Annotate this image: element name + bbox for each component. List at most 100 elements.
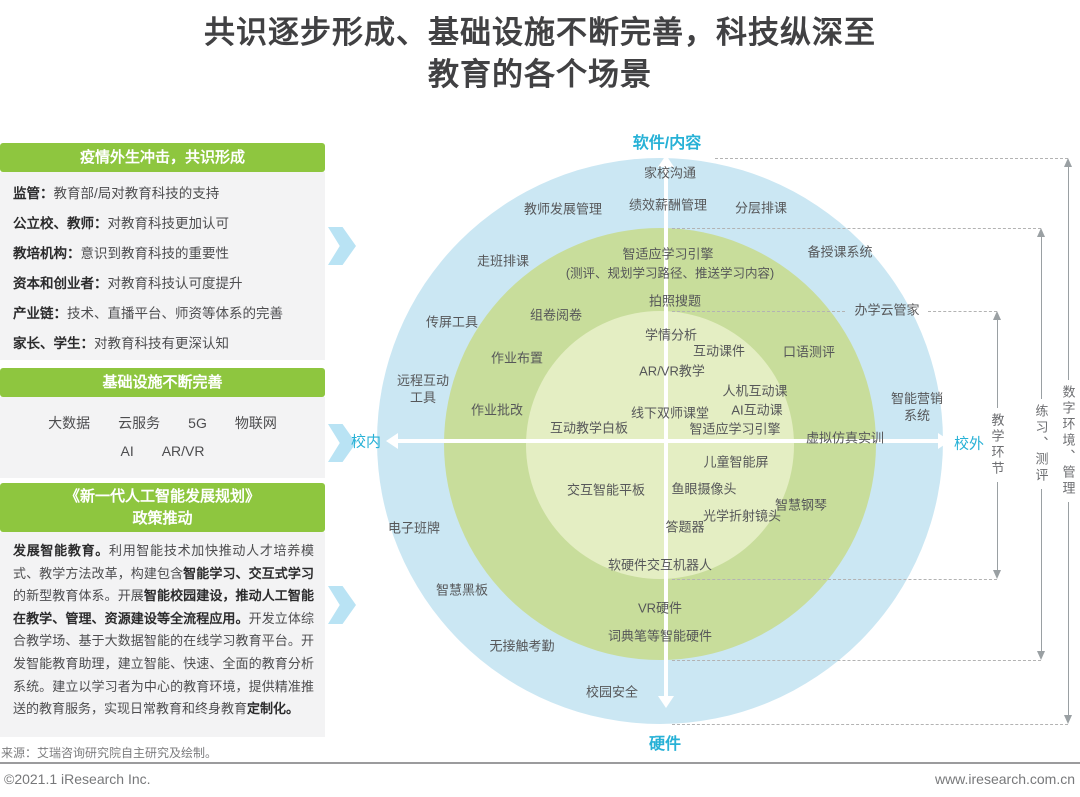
diagram-item: 校园安全	[585, 684, 639, 700]
measure-line	[1067, 167, 1069, 380]
diagram-item: 智能营销 系统	[890, 391, 944, 423]
dashed-line	[672, 579, 997, 580]
flow-arrow-icon	[328, 586, 356, 624]
diagram-item: VR硬件	[637, 600, 683, 616]
section2-body: 大数据 云服务 5G 物联网 AI AR/VR	[0, 397, 325, 478]
measure-arrow: 练习、测评	[1033, 228, 1049, 660]
panel-bullet: 产业链：技术、直播平台、师资等体系的完善	[13, 306, 283, 321]
axis-label-bottom: 硬件	[648, 736, 682, 753]
diagram-item: 答题器	[665, 519, 705, 535]
diagram-item: 教师发展管理	[523, 201, 603, 217]
policy-text-segment: 发展智能教育。	[13, 543, 109, 558]
diagram-item: 拍照搜题	[648, 293, 702, 309]
measure-label: 教学环节	[989, 413, 1005, 477]
dashed-line	[928, 311, 997, 312]
section1-header: 疫情外生冲击，共识形成	[0, 143, 325, 172]
dashed-line	[672, 228, 1041, 229]
diagram-item: 鱼眼摄像头	[671, 481, 737, 497]
panel-bullet: 家长、学生：对教育科技有更深认知	[13, 336, 229, 351]
policy-text-segment: 开发立体综合教学场、基于大数据智能的在线学习教育平台。开发智能教育助理，建立智能…	[13, 610, 314, 717]
arrow-up-icon	[1037, 228, 1045, 237]
measure-line	[1040, 237, 1042, 399]
dashed-line	[715, 158, 1068, 159]
axis-arrow-up-icon	[658, 155, 674, 167]
copyright-text: ©2021.1 iResearch Inc.	[4, 771, 151, 787]
diagram-item: 智慧钢琴	[774, 497, 828, 513]
ring-inner	[526, 311, 794, 579]
diagram-item: 作业批改	[470, 402, 524, 418]
diagram-item: 家校沟通	[643, 165, 697, 181]
measure-line	[1067, 502, 1069, 715]
footer-divider	[0, 762, 1080, 764]
policy-text-segment: 智能学习、交互式学习	[183, 565, 314, 581]
diagram-item: AI互动课	[731, 402, 783, 418]
panel-bullet: 教培机构：意识到教育科技的重要性	[13, 246, 229, 261]
diagram-item: 智适应学习引擎	[689, 421, 781, 437]
diagram-item: 智慧黑板	[435, 582, 489, 598]
infra-item: 云服务	[118, 415, 161, 431]
measure-line	[1040, 489, 1042, 651]
diagram-item: 作业布置	[490, 350, 544, 366]
infra-item: 物联网	[234, 415, 277, 431]
section1-body: 监管：教育部/局对教育科技的支持公立校、教师：对教育科技更加认可教培机构：意识到…	[0, 172, 325, 360]
diagram-item: 光学折射镜头	[702, 508, 782, 524]
page-title: 共识逐步形成、基础设施不断完善，科技纵深至 教育的各个场景	[0, 12, 1080, 96]
diagram-item: 学情分析	[644, 327, 698, 343]
axis-label-top: 软件/内容	[632, 135, 702, 152]
diagram-item: 绩效薪酬管理	[628, 197, 708, 213]
website-text: www.iresearch.com.cn	[934, 771, 1075, 787]
arrow-down-icon	[1064, 715, 1072, 724]
section2-header: 基础设施不断完善	[0, 368, 325, 397]
diagram-item: 传屏工具	[425, 314, 479, 330]
diagram-item: 口语测评	[782, 344, 836, 360]
policy-text-segment: 定制化。	[247, 701, 300, 717]
diagram-item: 远程互动 工具	[396, 373, 450, 405]
dashed-line	[672, 724, 1068, 725]
infra-item: AR/VR	[161, 443, 205, 459]
infra-item: 大数据	[48, 415, 91, 431]
diagram-item: 词典笔等智能硬件	[607, 628, 713, 644]
axis-label-left: 校内	[350, 433, 382, 451]
infra-item: AI	[120, 443, 134, 459]
policy-text-segment: 的新型教育体系。开展	[13, 588, 144, 604]
measure-line	[996, 320, 998, 408]
flow-arrow-icon	[328, 227, 356, 265]
arrow-up-icon	[993, 311, 1001, 320]
source-note: 来源：艾瑞咨询研究院自主研究及绘制。	[1, 746, 218, 760]
infra-row: 大数据 云服务 5G 物联网	[10, 409, 315, 437]
diagram-item: 人机互动课	[722, 383, 788, 399]
diagram-item: 互动课件	[692, 343, 746, 359]
arrow-down-icon	[993, 570, 1001, 579]
infra-item: 5G	[188, 415, 207, 431]
vertical-axis	[664, 166, 668, 698]
section3-header: 《新一代人工智能发展规划》 政策推动	[0, 483, 325, 532]
diagram-item: 备授课系统	[807, 244, 873, 260]
measure-label: 数字环境、管理	[1060, 385, 1076, 497]
page-title-line2: 教育的各个场景	[428, 57, 652, 92]
measure-arrow: 数字环境、管理	[1060, 158, 1076, 724]
measure-arrow: 教学环节	[989, 311, 1005, 579]
diagram-item: 互动教学白板	[549, 420, 629, 436]
diagram-item: 线下双师课堂	[630, 405, 710, 421]
page-title-line1: 共识逐步形成、基础设施不断完善，科技纵深至	[204, 15, 876, 50]
arrow-down-icon	[1037, 651, 1045, 660]
diagram-item: 分层排课	[734, 200, 788, 216]
diagram-item: 组卷阅卷	[529, 307, 583, 323]
policy-text-segment: 利用智能技术加快推动人才培养模式、教学方法改革，构建包含	[13, 543, 314, 581]
panel-bullet: 公立校、教师：对教育科技更加认可	[13, 216, 229, 231]
measure-line	[996, 482, 998, 570]
diagram-item: AR/VR教学	[639, 363, 705, 379]
infra-row: AI AR/VR	[10, 437, 315, 465]
dashed-line	[672, 311, 845, 312]
section3-body: 发展智能教育。利用智能技术加快推动人才培养模式、教学方法改革，构建包含智能学习、…	[0, 532, 325, 737]
section3-header-line1: 《新一代人工智能发展规划》	[64, 487, 260, 505]
dashed-line	[672, 660, 1041, 661]
diagram-item: 无接触考勤	[489, 638, 555, 654]
axis-arrow-right-icon	[938, 433, 950, 449]
diagram-item: 儿童智能屏	[703, 454, 769, 470]
policy-text-segment: 智能校园建设，推动人工智能在教学、管理、资源建设等全流程应用。	[13, 588, 314, 626]
axis-label-right: 校外	[953, 435, 985, 453]
diagram-item: 走班排课	[476, 253, 530, 269]
diagram-item: 智适应学习引擎	[622, 246, 714, 262]
